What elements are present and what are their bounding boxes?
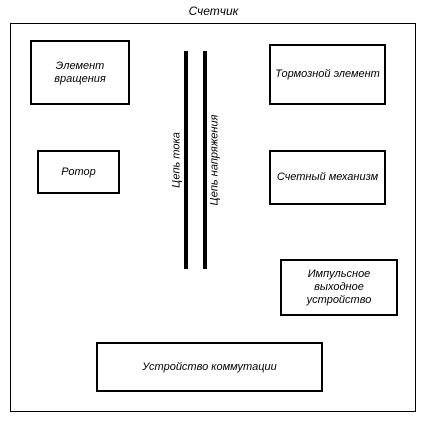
voltage-circuit-bar xyxy=(203,51,207,269)
counting-mechanism-block: Счетный механизм xyxy=(269,150,386,205)
switching-device-block: Устройство коммутации xyxy=(96,342,323,392)
current-circuit-bar xyxy=(184,51,188,269)
rotation-element-block: Элемент вращения xyxy=(30,40,130,105)
current-circuit-label: Цепь тока xyxy=(170,132,183,188)
brake-element-block: Тормозной элемент xyxy=(269,44,386,105)
meter-frame xyxy=(10,23,416,412)
pulse-output-block: Импульсное выходное устройство xyxy=(280,259,398,316)
diagram-title: Счетчик xyxy=(188,4,239,18)
rotor-block: Ротор xyxy=(37,150,120,194)
voltage-circuit-label: Цепь напряжения xyxy=(208,114,221,206)
